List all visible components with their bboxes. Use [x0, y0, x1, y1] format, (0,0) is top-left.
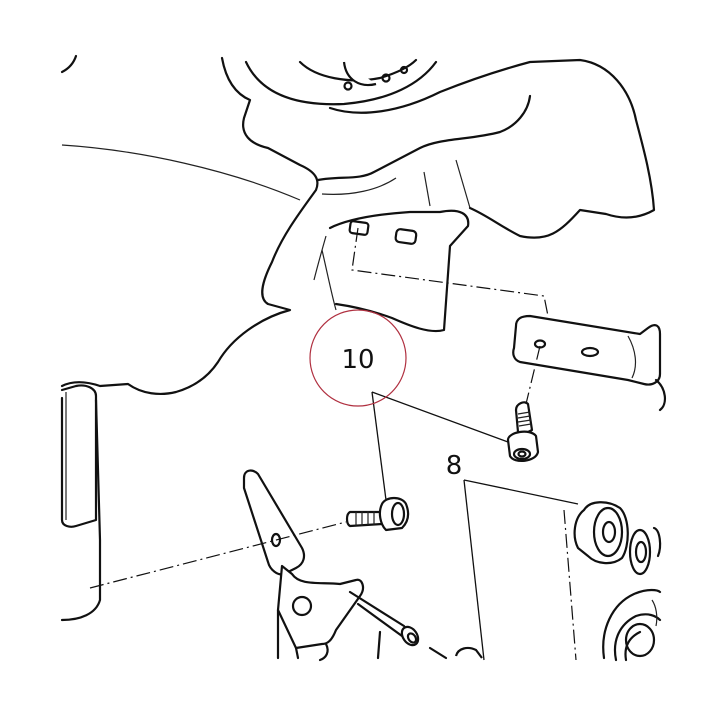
bushing-assembly	[573, 501, 662, 576]
callout-8-label: 8	[446, 451, 463, 481]
leader-lines	[371, 391, 579, 661]
mounting-rod	[348, 590, 483, 660]
callout-10-label: 10	[341, 345, 374, 375]
lower-right-housing	[602, 588, 662, 662]
bolt-lower	[345, 496, 410, 532]
right-upper-bracket	[512, 314, 666, 412]
bolt-upper	[506, 401, 540, 462]
callout-10-highlight-circle	[309, 309, 407, 407]
callout-8: 8	[446, 451, 463, 481]
lower-left-bracket	[242, 469, 365, 662]
callout-10: 10	[309, 309, 407, 407]
left-rib-piece	[60, 384, 102, 622]
mount-frame	[60, 54, 656, 395]
alignment-lines	[89, 227, 577, 661]
